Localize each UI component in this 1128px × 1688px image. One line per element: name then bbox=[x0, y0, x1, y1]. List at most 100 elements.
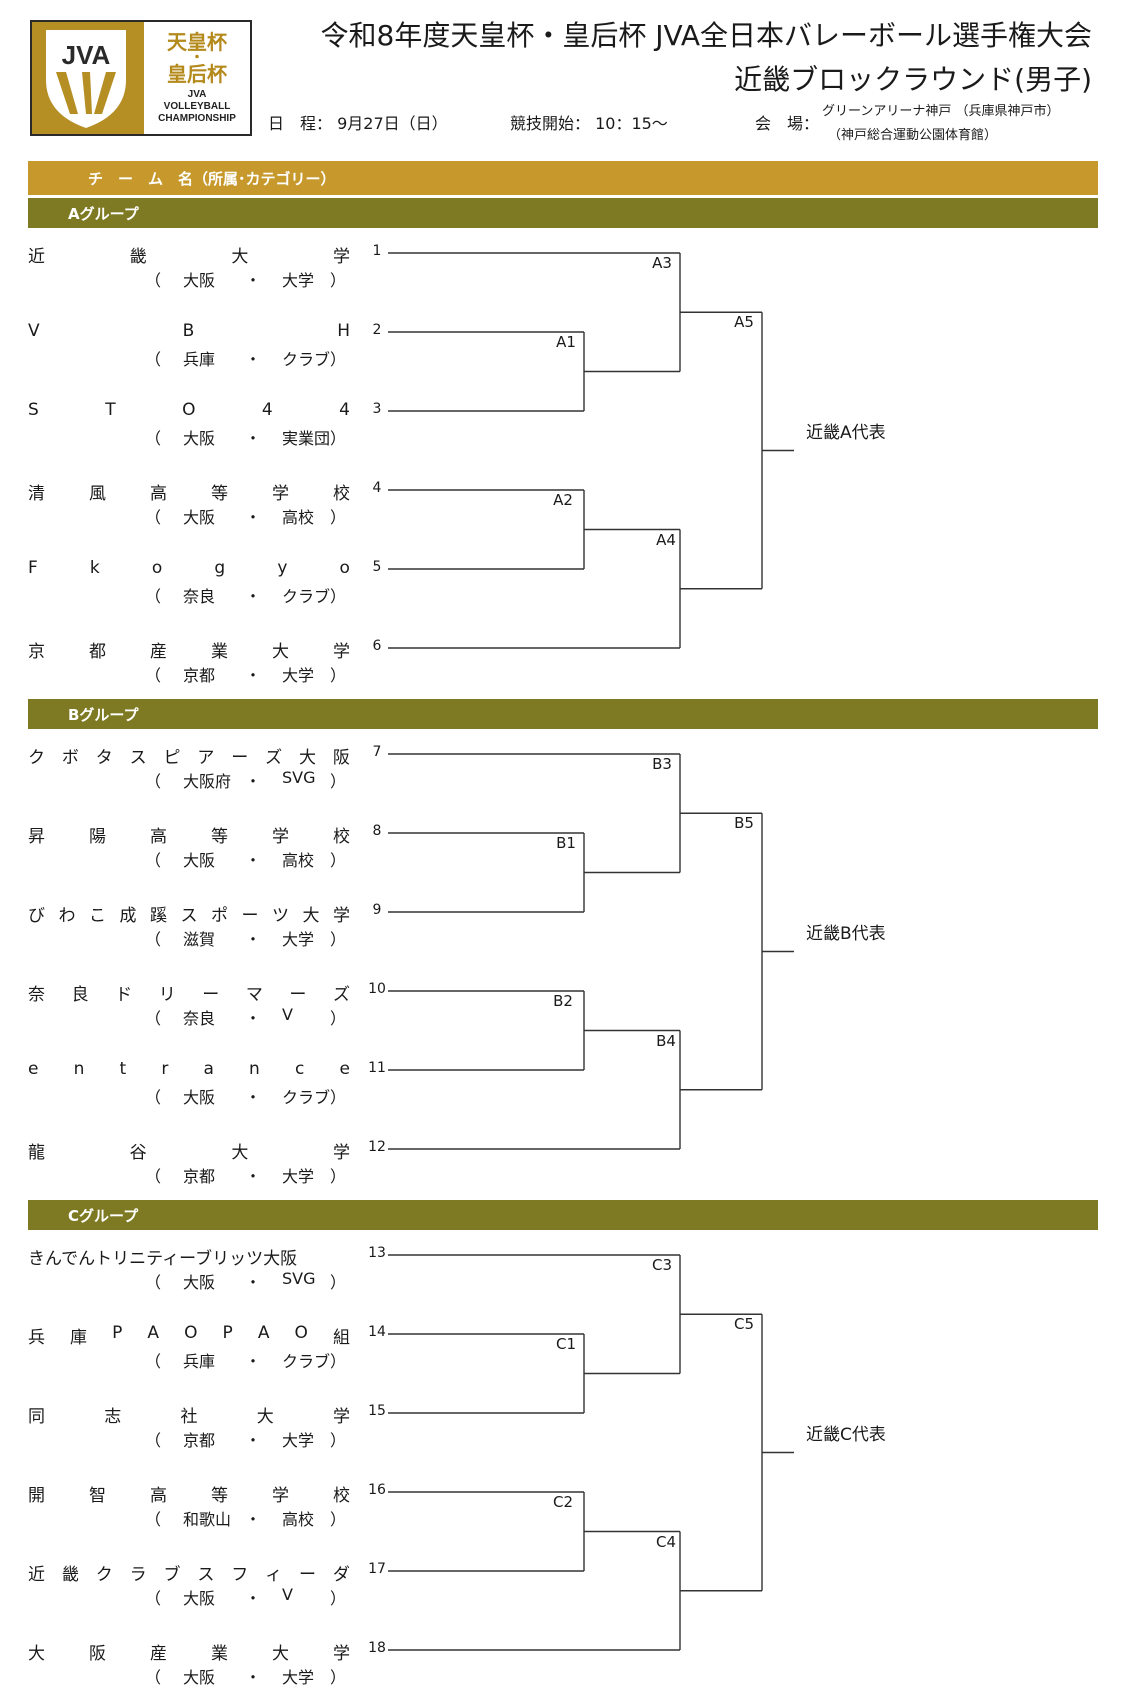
team-affiliation: （大阪・クラブ） bbox=[145, 1084, 350, 1107]
aff-close: ） bbox=[330, 1009, 347, 1028]
team-name: クボタスピアーズ大阪 bbox=[28, 743, 350, 768]
seed-number: 9 bbox=[372, 902, 382, 918]
team-affiliation: （京都・大学） bbox=[145, 662, 350, 685]
aff-close: ） bbox=[330, 930, 347, 949]
aff-open: （ bbox=[145, 851, 162, 870]
team-name-char: ク bbox=[28, 748, 45, 768]
team-name-char: 成 bbox=[119, 906, 137, 926]
team-affiliation: （兵庫・クラブ） bbox=[145, 1348, 350, 1371]
team-name-char: わ bbox=[58, 906, 76, 926]
aff-open: （ bbox=[145, 1167, 162, 1186]
aff-prefecture: 大阪 bbox=[183, 271, 216, 290]
match-label: B3 bbox=[652, 755, 672, 773]
aff-category: 大学 bbox=[282, 1431, 315, 1450]
team-name-char: 都 bbox=[89, 642, 106, 662]
aff-prefecture: 兵庫 bbox=[183, 1352, 216, 1371]
team-name-char: 畿 bbox=[129, 247, 147, 267]
team-name-char: 学 bbox=[332, 247, 350, 267]
venue-line2: （神戸総合運動公園体育館） bbox=[828, 128, 998, 143]
team-name-char: 大 bbox=[256, 1407, 274, 1427]
team-affiliation: （大阪・高校） bbox=[145, 847, 350, 870]
aff-prefecture: 大阪府 bbox=[183, 772, 232, 791]
match-label: A4 bbox=[656, 530, 676, 549]
seed-number: 2 bbox=[372, 322, 382, 338]
aff-open: （ bbox=[145, 772, 162, 791]
team-affiliation: （大阪・実業団） bbox=[145, 425, 350, 448]
seed-number: 18 bbox=[368, 1640, 386, 1656]
team-name-char: 学 bbox=[272, 827, 289, 847]
aff-dot: ・ bbox=[245, 930, 262, 949]
team-name-char: n bbox=[73, 1059, 85, 1079]
aff-open: （ bbox=[145, 429, 162, 448]
team-name-char: 業 bbox=[211, 642, 228, 662]
aff-dot: ・ bbox=[245, 1088, 262, 1107]
team-name-char: 学 bbox=[272, 484, 289, 504]
team-name-char: B bbox=[182, 321, 195, 341]
match-label: A5 bbox=[734, 313, 754, 332]
team-name: 奈良ドリーマーズ bbox=[28, 980, 350, 1005]
aff-category: 大学 bbox=[282, 1167, 315, 1186]
team-name-char: A bbox=[257, 1323, 270, 1343]
team-name-char: 大 bbox=[302, 906, 320, 926]
aff-dot: ・ bbox=[245, 429, 262, 448]
group-band: Cグループ bbox=[28, 1200, 1098, 1230]
group-winner-label: 近畿B代表 bbox=[806, 923, 886, 944]
team-name-char: 学 bbox=[333, 906, 350, 926]
aff-prefecture: 京都 bbox=[183, 1431, 216, 1450]
team-name-char: e bbox=[28, 1059, 39, 1079]
team-name: きんでんトリニティーブリッツ大阪 bbox=[28, 1244, 350, 1269]
team-name-char: 阪 bbox=[332, 748, 350, 768]
aff-close: ） bbox=[330, 508, 347, 527]
aff-dot: ・ bbox=[245, 772, 262, 791]
team-affiliation: （大阪・SVG） bbox=[145, 1269, 350, 1292]
team-name-char: 志 bbox=[104, 1407, 122, 1427]
team-name-char: P bbox=[112, 1323, 123, 1343]
team-name-char: 等 bbox=[211, 1486, 228, 1506]
page-subtitle: 近畿ブロックラウンド(男子) bbox=[734, 63, 1092, 96]
team-name-char: ツ bbox=[272, 906, 289, 926]
team-name-char: k bbox=[89, 558, 100, 578]
aff-category: 高校 bbox=[282, 508, 315, 527]
team-name-char: 学 bbox=[272, 1486, 289, 1506]
aff-category: クラブ bbox=[282, 350, 331, 369]
aff-dot: ・ bbox=[245, 1273, 262, 1292]
team-name-char: 高 bbox=[150, 484, 167, 504]
team-name-char: 畿 bbox=[61, 1565, 79, 1585]
team-affiliation: （大阪・大学） bbox=[145, 267, 350, 290]
team-name-char: e bbox=[339, 1059, 350, 1079]
aff-close: ） bbox=[330, 1352, 347, 1371]
team-name-char: ー bbox=[202, 985, 220, 1005]
aff-prefecture: 京都 bbox=[183, 666, 216, 685]
match-label: A3 bbox=[652, 254, 672, 272]
venue-label: 会 場： bbox=[755, 114, 820, 133]
group-band: Bグループ bbox=[28, 699, 1098, 729]
group-band: Aグループ bbox=[28, 198, 1098, 228]
team-name: びわこ成蹊スポーツ大学 bbox=[28, 901, 350, 926]
aff-prefecture: 大阪 bbox=[183, 851, 216, 870]
team-name-char: ボ bbox=[61, 748, 79, 768]
aff-close: ） bbox=[330, 666, 347, 685]
aff-prefecture: 兵庫 bbox=[183, 350, 216, 369]
team-affiliation: （大阪・V） bbox=[145, 1585, 350, 1608]
team-name-char: 校 bbox=[333, 484, 350, 504]
team-name-char: フ bbox=[231, 1565, 249, 1585]
match-label: C5 bbox=[733, 1315, 755, 1334]
aff-prefecture: 奈良 bbox=[183, 587, 216, 606]
jva-logo: JVA 天皇杯 ・ 皇后杯 JVA VOLLEYBALL CHAMPIONSHI… bbox=[30, 20, 252, 136]
seed-number: 12 bbox=[368, 1139, 386, 1155]
team-name-char: A bbox=[147, 1323, 160, 1343]
team-name-char: 社 bbox=[180, 1407, 198, 1427]
team-name-char: 良 bbox=[71, 985, 89, 1005]
team-name-char: V bbox=[28, 321, 40, 341]
seed-number: 17 bbox=[368, 1561, 386, 1577]
team-name-char: 校 bbox=[333, 827, 350, 847]
team-name-char: 業 bbox=[211, 1644, 228, 1664]
seed-number: 4 bbox=[372, 480, 382, 496]
logo-small1: JVA bbox=[187, 89, 207, 100]
logo-small2: VOLLEYBALL bbox=[163, 101, 231, 112]
team-name-char: O bbox=[294, 1323, 308, 1343]
team-name-char: ブ bbox=[163, 1565, 181, 1585]
